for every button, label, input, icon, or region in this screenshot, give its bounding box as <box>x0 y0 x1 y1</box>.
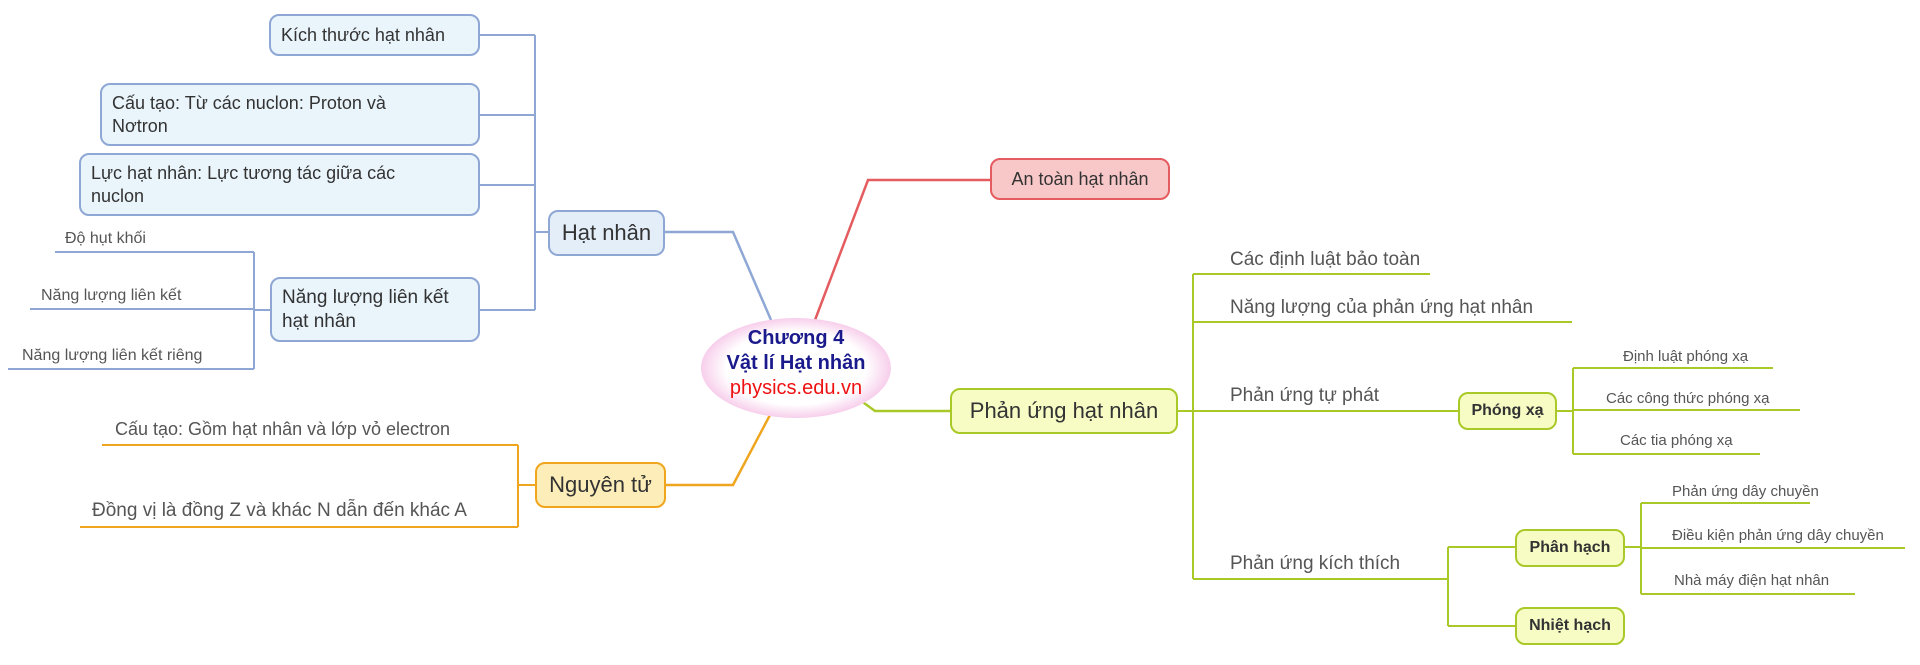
center-node-title[interactable]: Chương 4 Vật lí Hạt nhân physics.edu.vn <box>701 326 891 401</box>
node-label-line-1: Năng lượng liên kết <box>282 286 449 308</box>
node-label: An toàn hạt nhân <box>1011 168 1149 189</box>
link-center-phan-ung <box>859 398 950 413</box>
topic-nang-luong-lien-ket[interactable]: Năng lượng liên kết <box>41 287 182 304</box>
node-label: Kích thước hạt nhân <box>281 24 445 45</box>
topic-dieu-kien-day-chuyen[interactable]: Điều kiện phản ứng dây chuyền <box>1672 527 1884 544</box>
link-nang-luong-trunk <box>253 252 270 369</box>
topic-dinh-luat-bao-toan[interactable]: Các định luật bảo toàn <box>1230 249 1421 270</box>
node-label-line-1: Cấu tạo: Từ các nuclon: Proton và <box>112 92 386 113</box>
node-luc-hat-nhan[interactable]: Lực hạt nhân: Lực tương tác giữa các nuc… <box>79 153 480 216</box>
node-label-line-2: nuclon <box>91 185 145 206</box>
link-phong-xa-trunk <box>1557 368 1574 454</box>
node-cau-tao-hat-nhan[interactable]: Cấu tạo: Từ các nuclon: Proton và Nơtron <box>100 83 480 146</box>
topic-phan-ung-kich-thich[interactable]: Phản ứng kích thích <box>1230 553 1401 574</box>
node-kich-thuoc-hat-nhan[interactable]: Kích thước hạt nhân <box>269 14 480 56</box>
link-phan-hach-trunk <box>1625 503 1642 594</box>
topic-nang-luong-phan-ung[interactable]: Năng lượng của phản ứng hạt nhân <box>1230 297 1534 318</box>
node-phan-ung-hat-nhan[interactable]: Phản ứng hạt nhân <box>950 388 1178 434</box>
topic-phan-ung-tu-phat[interactable]: Phản ứng tự phát <box>1230 385 1380 406</box>
topic-dong-vi[interactable]: Đồng vị là đồng Z và khác N dẫn đến khác… <box>92 500 467 521</box>
node-label: Phóng xạ <box>1471 402 1544 419</box>
link-center-nguyen-tu <box>666 414 772 487</box>
topic-phan-ung-day-chuyen[interactable]: Phản ứng dây chuyền <box>1672 483 1819 500</box>
node-phan-hach[interactable]: Phân hạch <box>1515 529 1625 567</box>
link-phan-ung-trunk <box>1178 274 1194 579</box>
center-line-2: Vật lí Hạt nhân <box>726 352 866 374</box>
node-nang-luong-lien-ket-hat-nhan[interactable]: Năng lượng liên kết hạt nhân <box>270 277 480 342</box>
link-center-an-toan <box>813 178 990 321</box>
topic-do-hut-khoi[interactable]: Độ hụt khối <box>65 230 146 247</box>
link-hat-nhan-trunk <box>534 35 548 310</box>
node-nhiet-hach[interactable]: Nhiệt hạch <box>1515 607 1625 645</box>
node-label-line-2: Nơtron <box>112 115 168 136</box>
node-label: Phân hạch <box>1529 539 1611 556</box>
topic-nha-may-dien[interactable]: Nhà máy điện hạt nhân <box>1674 572 1830 589</box>
center-line-1: Chương 4 <box>747 327 845 349</box>
topic-cac-tia-phong-xa[interactable]: Các tia phóng xạ <box>1620 432 1733 449</box>
node-label: Nhiệt hạch <box>1529 617 1611 634</box>
node-label-line-1: Lực hạt nhân: Lực tương tác giữa các <box>91 162 396 183</box>
node-hat-nhan[interactable]: Hạt nhân <box>548 210 665 256</box>
node-nguyen-tu[interactable]: Nguyên tử <box>535 462 666 508</box>
node-label: Phản ứng hạt nhân <box>969 398 1159 423</box>
node-label: Hạt nhân <box>561 220 652 245</box>
topic-cong-thuc-phong-xa[interactable]: Các công thức phóng xạ <box>1606 390 1770 407</box>
center-site: physics.edu.vn <box>729 377 863 399</box>
node-phong-xa[interactable]: Phóng xạ <box>1458 392 1557 430</box>
link-nguyen-tu-trunk <box>517 445 535 527</box>
topic-dinh-luat-phong-xa[interactable]: Định luật phóng xạ <box>1623 348 1749 365</box>
center-node-halo[interactable] <box>701 318 891 418</box>
node-label: Nguyên tử <box>549 472 652 497</box>
link-center-hat-nhan <box>665 230 773 321</box>
topic-nguyen-tu-cau-tao[interactable]: Cấu tạo: Gồm hạt nhân và lớp vỏ electron <box>115 419 450 439</box>
topic-nang-luong-lien-ket-rieng[interactable]: Năng lượng liên kết riêng <box>22 347 203 364</box>
node-an-toan-hat-nhan[interactable]: An toàn hạt nhân <box>990 158 1170 200</box>
node-label-line-2: hạt nhân <box>282 310 356 332</box>
